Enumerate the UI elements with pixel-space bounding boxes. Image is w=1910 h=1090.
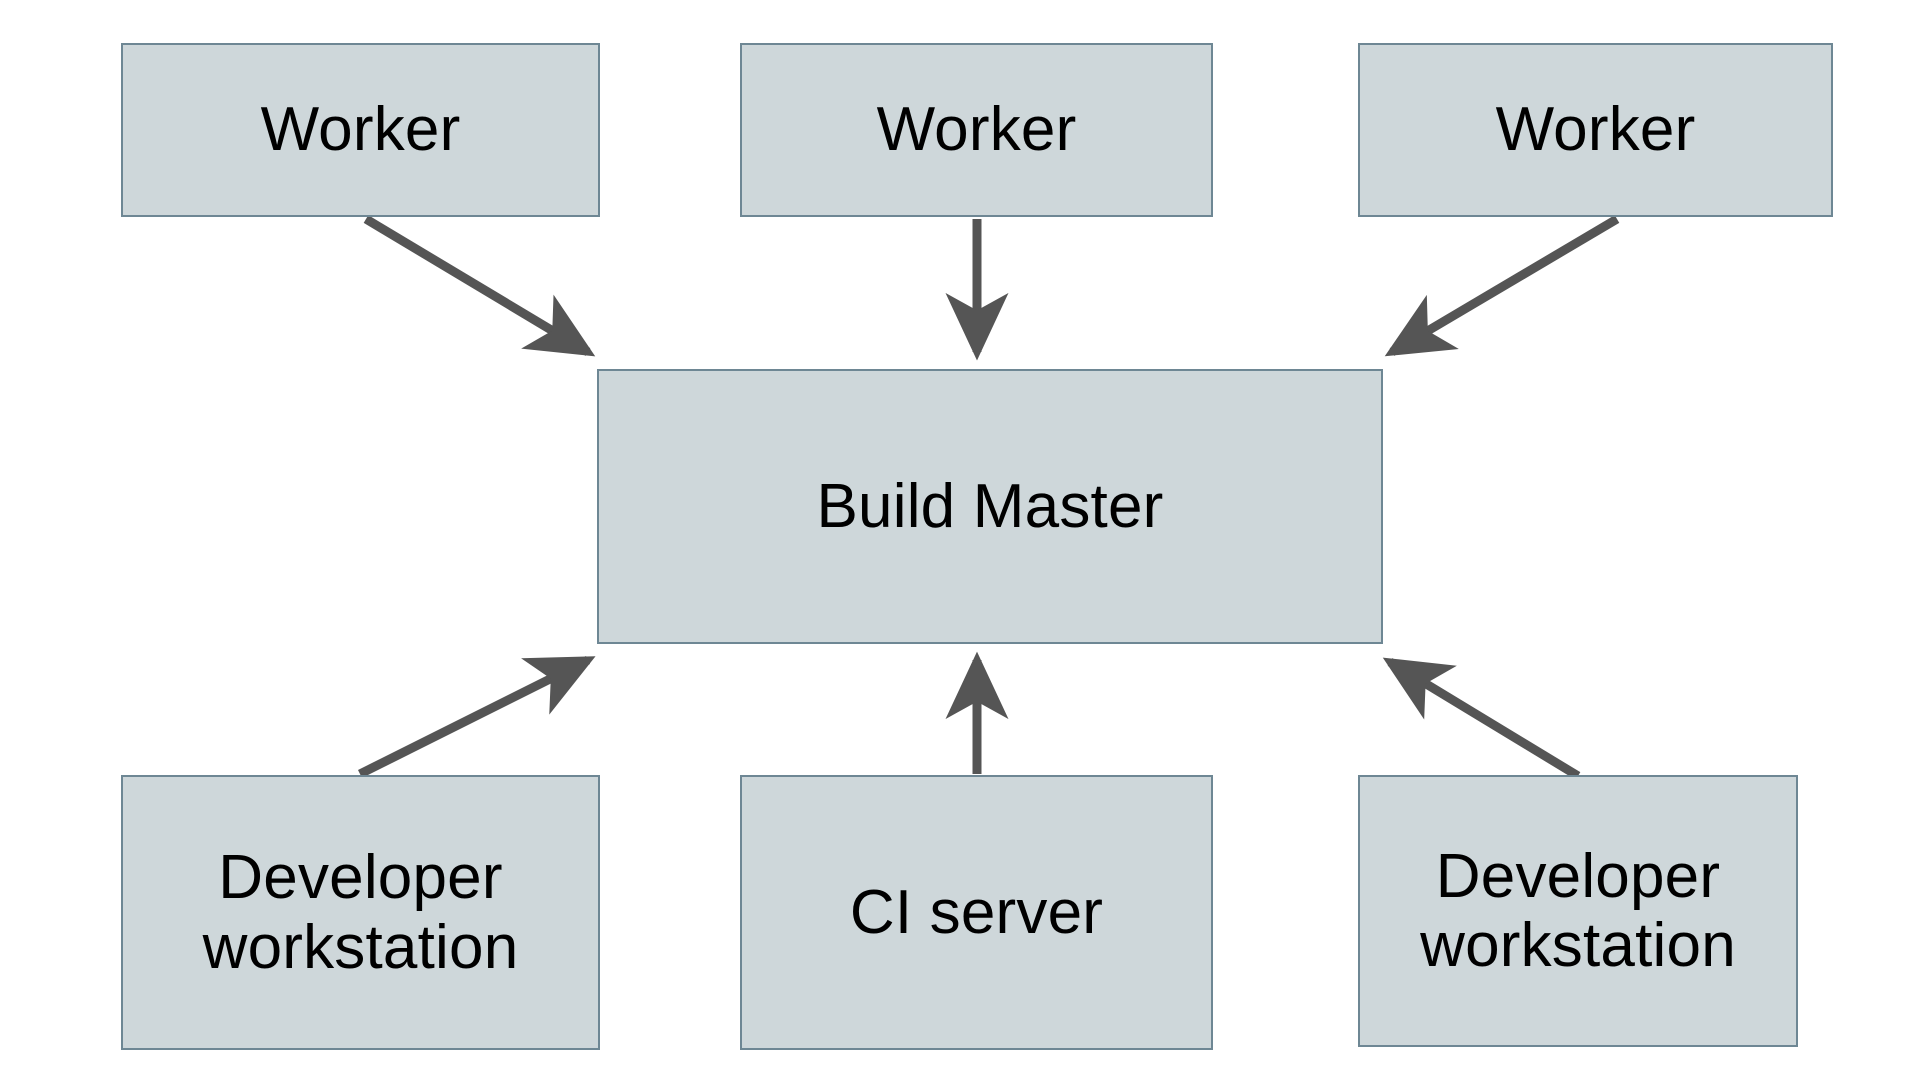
node-build-master-label: Build Master — [816, 471, 1164, 541]
node-worker-3-label: Worker — [1495, 95, 1696, 165]
edge-dev-ws-right-to-build-master — [1382, 657, 1581, 780]
node-developer-workstation-right[interactable]: Developer workstation — [1358, 775, 1798, 1047]
node-worker-1[interactable]: Worker — [121, 43, 600, 217]
node-worker-2[interactable]: Worker — [740, 43, 1213, 217]
node-ci-server-label: CI server — [849, 877, 1104, 947]
node-developer-workstation-left-label: Developer workstation — [202, 843, 519, 982]
node-worker-3[interactable]: Worker — [1358, 43, 1833, 217]
node-developer-workstation-left[interactable]: Developer workstation — [121, 775, 600, 1050]
node-build-master[interactable]: Build Master — [597, 369, 1383, 644]
node-worker-2-label: Worker — [876, 95, 1077, 165]
edge-worker-1-to-build-master — [363, 215, 596, 357]
edge-dev-ws-left-to-build-master — [357, 655, 596, 779]
edge-worker-3-to-build-master — [1384, 215, 1620, 357]
node-ci-server[interactable]: CI server — [740, 775, 1213, 1050]
node-worker-1-label: Worker — [260, 95, 461, 165]
node-developer-workstation-right-label: Developer workstation — [1420, 841, 1736, 980]
